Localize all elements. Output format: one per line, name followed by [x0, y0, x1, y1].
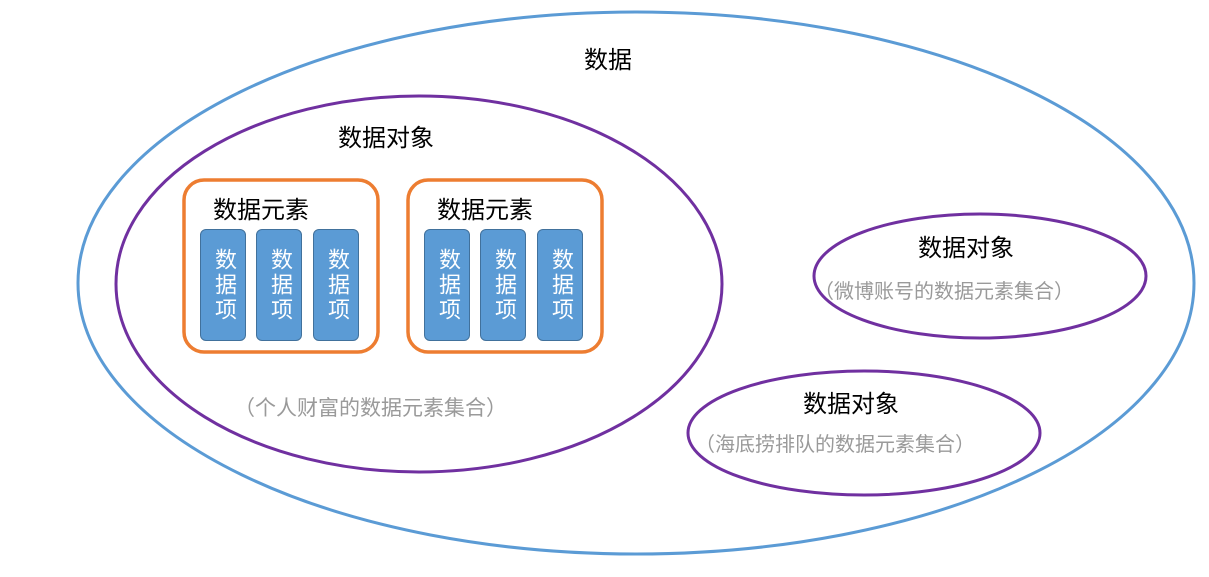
data-label: 数据 — [584, 46, 632, 74]
data-object-caption: （个人财富的数据元素集合） — [234, 396, 507, 420]
data-item: 数据项 — [200, 229, 246, 341]
data-object-ellipse-haidilao — [686, 369, 1042, 497]
data-object-ellipse-wealth — [114, 94, 724, 474]
data-item: 数据项 — [424, 229, 470, 341]
data-element-label: 数据元素 — [437, 196, 533, 224]
data-object-caption: （海底捞排队的数据元素集合） — [695, 432, 975, 456]
data-ellipse — [76, 10, 1196, 556]
data-item: 数据项 — [480, 229, 526, 341]
data-element-label: 数据元素 — [213, 196, 309, 224]
data-object-label: 数据对象 — [803, 390, 899, 418]
data-object-label: 数据对象 — [338, 124, 434, 152]
data-object-caption: （微博账号的数据元素集合） — [814, 279, 1074, 303]
data-item: 数据项 — [537, 229, 583, 341]
data-item: 数据项 — [313, 229, 359, 341]
data-object-ellipse-weibo — [812, 212, 1148, 340]
data-object-label: 数据对象 — [918, 234, 1014, 262]
data-item: 数据项 — [256, 229, 302, 341]
